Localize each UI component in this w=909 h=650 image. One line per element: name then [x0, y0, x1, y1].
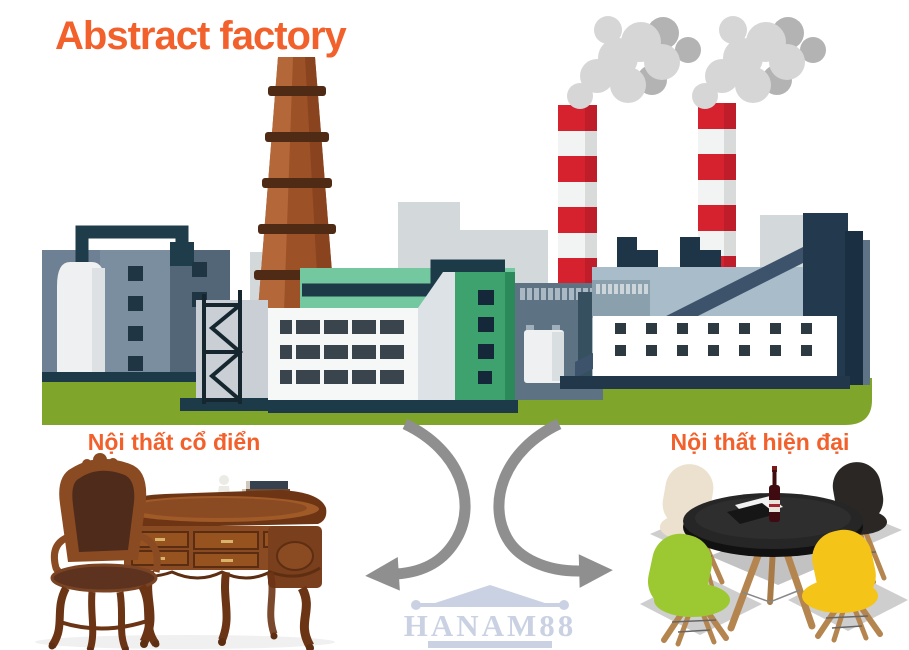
- smoke-cloud-right: [692, 16, 826, 109]
- wine-bottle: [769, 466, 780, 522]
- laptop: [727, 503, 776, 524]
- smoke-cloud-left: [567, 16, 701, 109]
- center-building-windows: [280, 320, 404, 384]
- roof-duct: [302, 259, 505, 297]
- modern-furniture-label: Nội thất hiện đại: [670, 429, 850, 455]
- right-building-windows: [615, 323, 812, 356]
- left-building-windows: [128, 262, 207, 371]
- branch-arrow-left: [365, 419, 471, 591]
- hanam-watermark-logo: HANAM88: [404, 585, 577, 648]
- yellow-chair: [802, 529, 883, 643]
- scaffold-truss: [180, 290, 272, 411]
- factory-illustration: [42, 16, 872, 425]
- green-chair: [647, 533, 730, 647]
- modern-furniture-illustration: [640, 462, 908, 647]
- branch-arrow-right: [493, 419, 613, 588]
- classic-chair: [48, 453, 161, 650]
- page-title: Abstract factory: [55, 14, 347, 58]
- right-building-complex: [560, 213, 870, 389]
- green-building: [300, 259, 515, 403]
- white-building-center: [268, 272, 518, 413]
- classic-furniture-label: Nội thất cổ điển: [87, 429, 261, 455]
- watermark-text: HANAM88: [404, 608, 577, 643]
- classic-furniture-illustration: [35, 453, 335, 650]
- brown-chimney: [254, 57, 340, 310]
